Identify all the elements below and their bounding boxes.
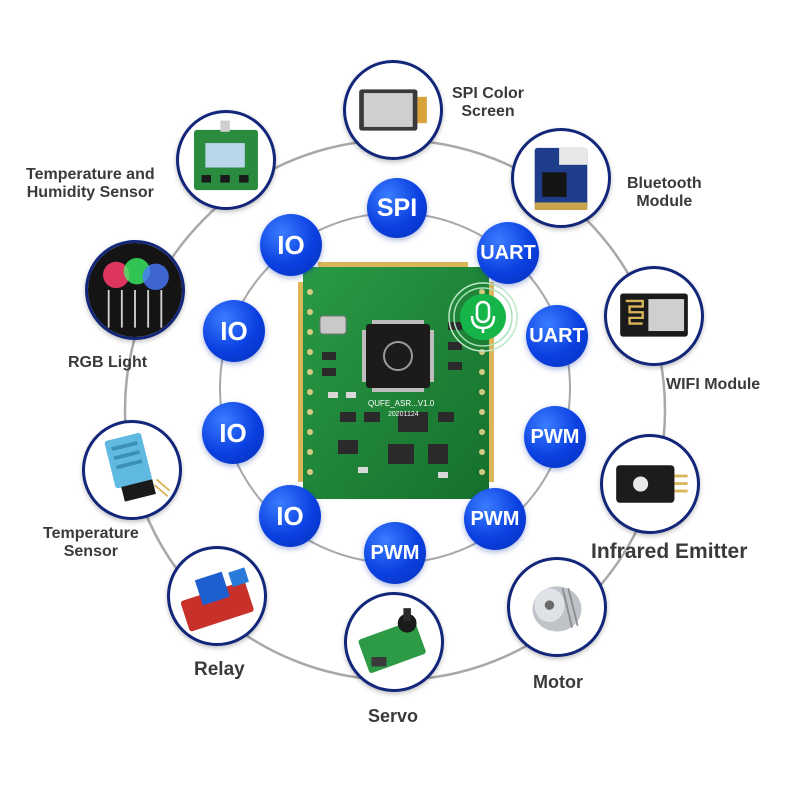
bluetooth-device — [511, 128, 611, 228]
label-relay: Relay — [194, 659, 245, 680]
label-wifi: WIFI Module — [666, 376, 761, 393]
temp-humidity-device — [176, 110, 276, 210]
label-bluetooth: Bluetooth Module — [627, 175, 702, 211]
badge-pwm-bottom: PWM — [364, 522, 426, 584]
temp-sensor-device — [82, 420, 182, 520]
badge-io-top-left: IO — [260, 214, 322, 276]
lcd-screen-icon — [359, 89, 427, 131]
voice-module-board: QUFE_ASR...V1.0 20201124 — [298, 262, 494, 502]
rgb-light-device — [85, 240, 185, 340]
label-temp-humidity: Temperature and Humidity Sensor — [26, 166, 155, 202]
badge-pwm-lower-right: PWM — [464, 488, 526, 550]
label-rgb-light: RGB Light — [68, 354, 148, 371]
spi-screen-device — [343, 60, 443, 160]
microphone-icon — [448, 282, 518, 352]
motor-coupling-icon — [532, 586, 582, 632]
relay-module-icon — [180, 567, 254, 632]
infrared-emitter-icon — [616, 465, 688, 503]
label-temp-sensor: Temperature Sensor — [43, 525, 139, 561]
motor-device — [507, 557, 607, 657]
badge-io-lower-left: IO — [202, 402, 264, 464]
rgb-led-icon — [88, 243, 182, 337]
badge-io-bottom-left: IO — [259, 485, 321, 547]
badge-spi: SPI — [367, 178, 427, 238]
badge-pwm-right: PWM — [524, 406, 586, 468]
temperature-sensor-icon — [104, 432, 171, 502]
bluetooth-module-icon — [534, 147, 588, 210]
badge-uart-right: UART — [526, 305, 588, 367]
chip-label-1: QUFE_ASR...V1.0 — [368, 399, 435, 408]
servo-board-icon — [358, 608, 426, 673]
label-spi-screen: SPI Color Screen — [452, 85, 525, 121]
servo-device — [344, 592, 444, 692]
wifi-module-icon — [620, 293, 688, 337]
label-servo: Servo — [368, 706, 419, 726]
wifi-device — [604, 266, 704, 366]
chip-label-2: 20201124 — [388, 411, 419, 418]
badge-io-left: IO — [203, 300, 265, 362]
badge-uart-top: UART — [477, 222, 539, 284]
infrared-device — [600, 434, 700, 534]
temperature-humidity-icon — [194, 120, 258, 191]
label-motor: Motor — [533, 672, 583, 692]
relay-device — [167, 546, 267, 646]
label-infrared: Infrared Emitter — [591, 540, 748, 563]
